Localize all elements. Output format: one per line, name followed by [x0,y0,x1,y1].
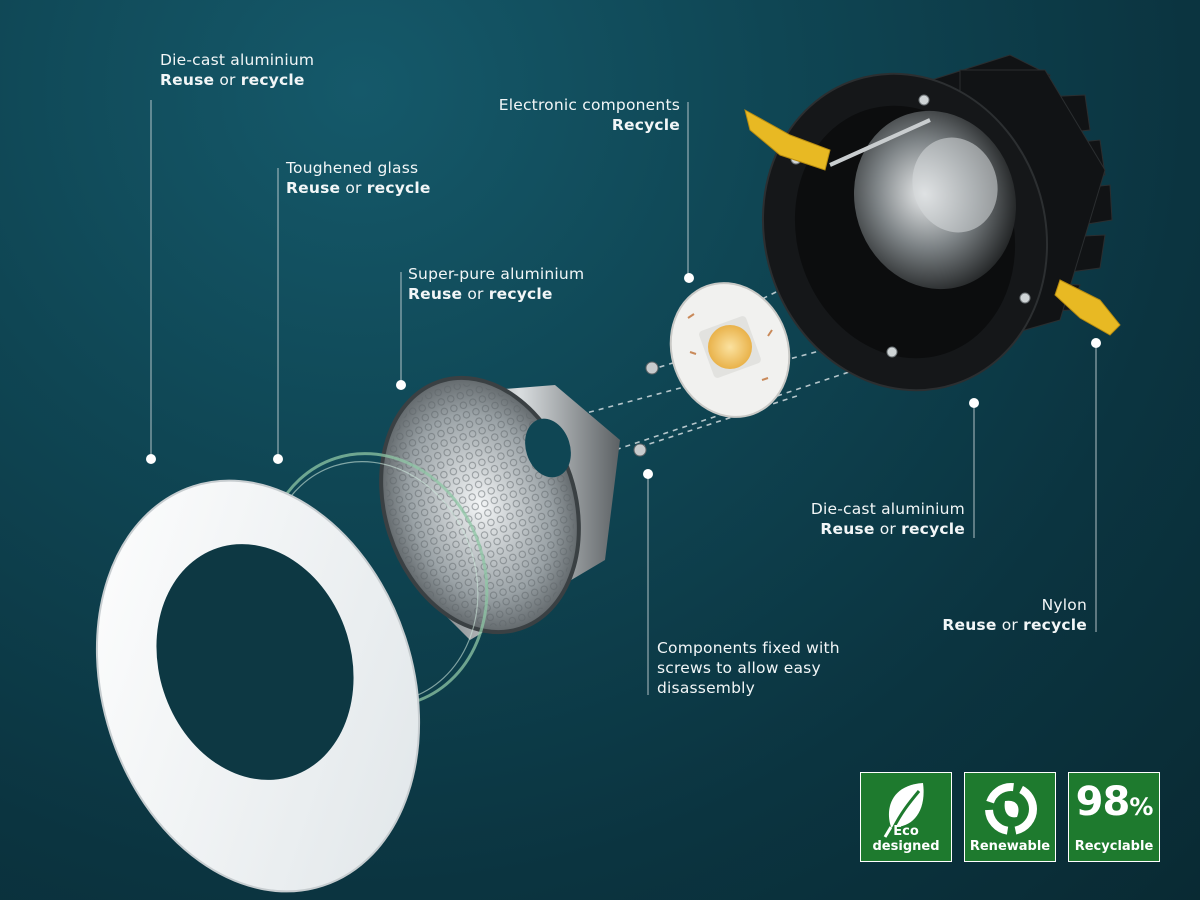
badge-renewable: Renewable [964,772,1056,862]
recycle-text: Recycle [611,116,680,134]
badge-recyclable: 98% Recyclable [1068,772,1160,862]
recycle-arrows-icon [985,783,1037,835]
recycle-text: recycle [240,71,305,89]
leaf-icon [883,783,924,838]
reuse-text: Reuse [160,71,215,89]
or-text: or [219,71,236,89]
leader-lines [150,100,1097,695]
or-text: or [879,520,896,538]
or-text: or [1001,616,1018,634]
callout-super-pure-aluminium: Super-pure aluminium Reuse or recycle [408,264,584,304]
reuse-text: Reuse [286,179,341,197]
housing-heatsink [744,54,1121,392]
callout-diecast-housing: Die-cast aluminium Reuse or recycle [811,499,965,539]
percent-unit: % [1129,793,1153,821]
reuse-text: Reuse [408,285,463,303]
or-text: or [345,179,362,197]
callout-title: Die-cast aluminium [810,500,965,518]
callout-title: Nylon [1041,596,1087,614]
callout-diecast-trim: Die-cast aluminium Reuse or recycle [160,50,314,90]
reuse-text: Reuse [820,520,875,538]
badge-label: Eco designed [872,824,940,854]
trim-ring [95,479,421,893]
callout-line: Components fixed with [657,639,840,657]
led-module [669,282,791,418]
recycle-text: recycle [1023,616,1087,634]
percent-value: 98 [1075,779,1131,825]
reflector [379,375,620,640]
callout-title: Die-cast aluminium [160,51,315,69]
badge-eco-designed: Eco designed [860,772,952,862]
recycle-text: recycle [901,520,965,538]
fixing-screws [633,361,659,457]
callout-title: Electronic components [498,96,680,114]
reuse-text: Reuse [942,616,997,634]
callout-title: Toughened glass [286,159,419,177]
callout-line: screws to allow easy [657,659,821,677]
callout-title: Super-pure aluminium [408,265,585,283]
recycle-text: recycle [488,285,553,303]
recyclable-percent: 98% [1069,779,1159,825]
callout-electronic-components: Electronic components Recycle [499,95,680,135]
callout-screws: Components fixed with screws to allow ea… [657,638,840,698]
callout-nylon: Nylon Reuse or recycle [942,595,1087,635]
callout-line: disassembly [657,679,756,697]
or-text: or [467,285,484,303]
leader-dots [146,273,1101,479]
badge-label: Recyclable [1074,839,1154,854]
badge-label: Renewable [969,839,1051,854]
recycle-text: recycle [366,179,431,197]
callout-toughened-glass: Toughened glass Reuse or recycle [286,158,431,198]
